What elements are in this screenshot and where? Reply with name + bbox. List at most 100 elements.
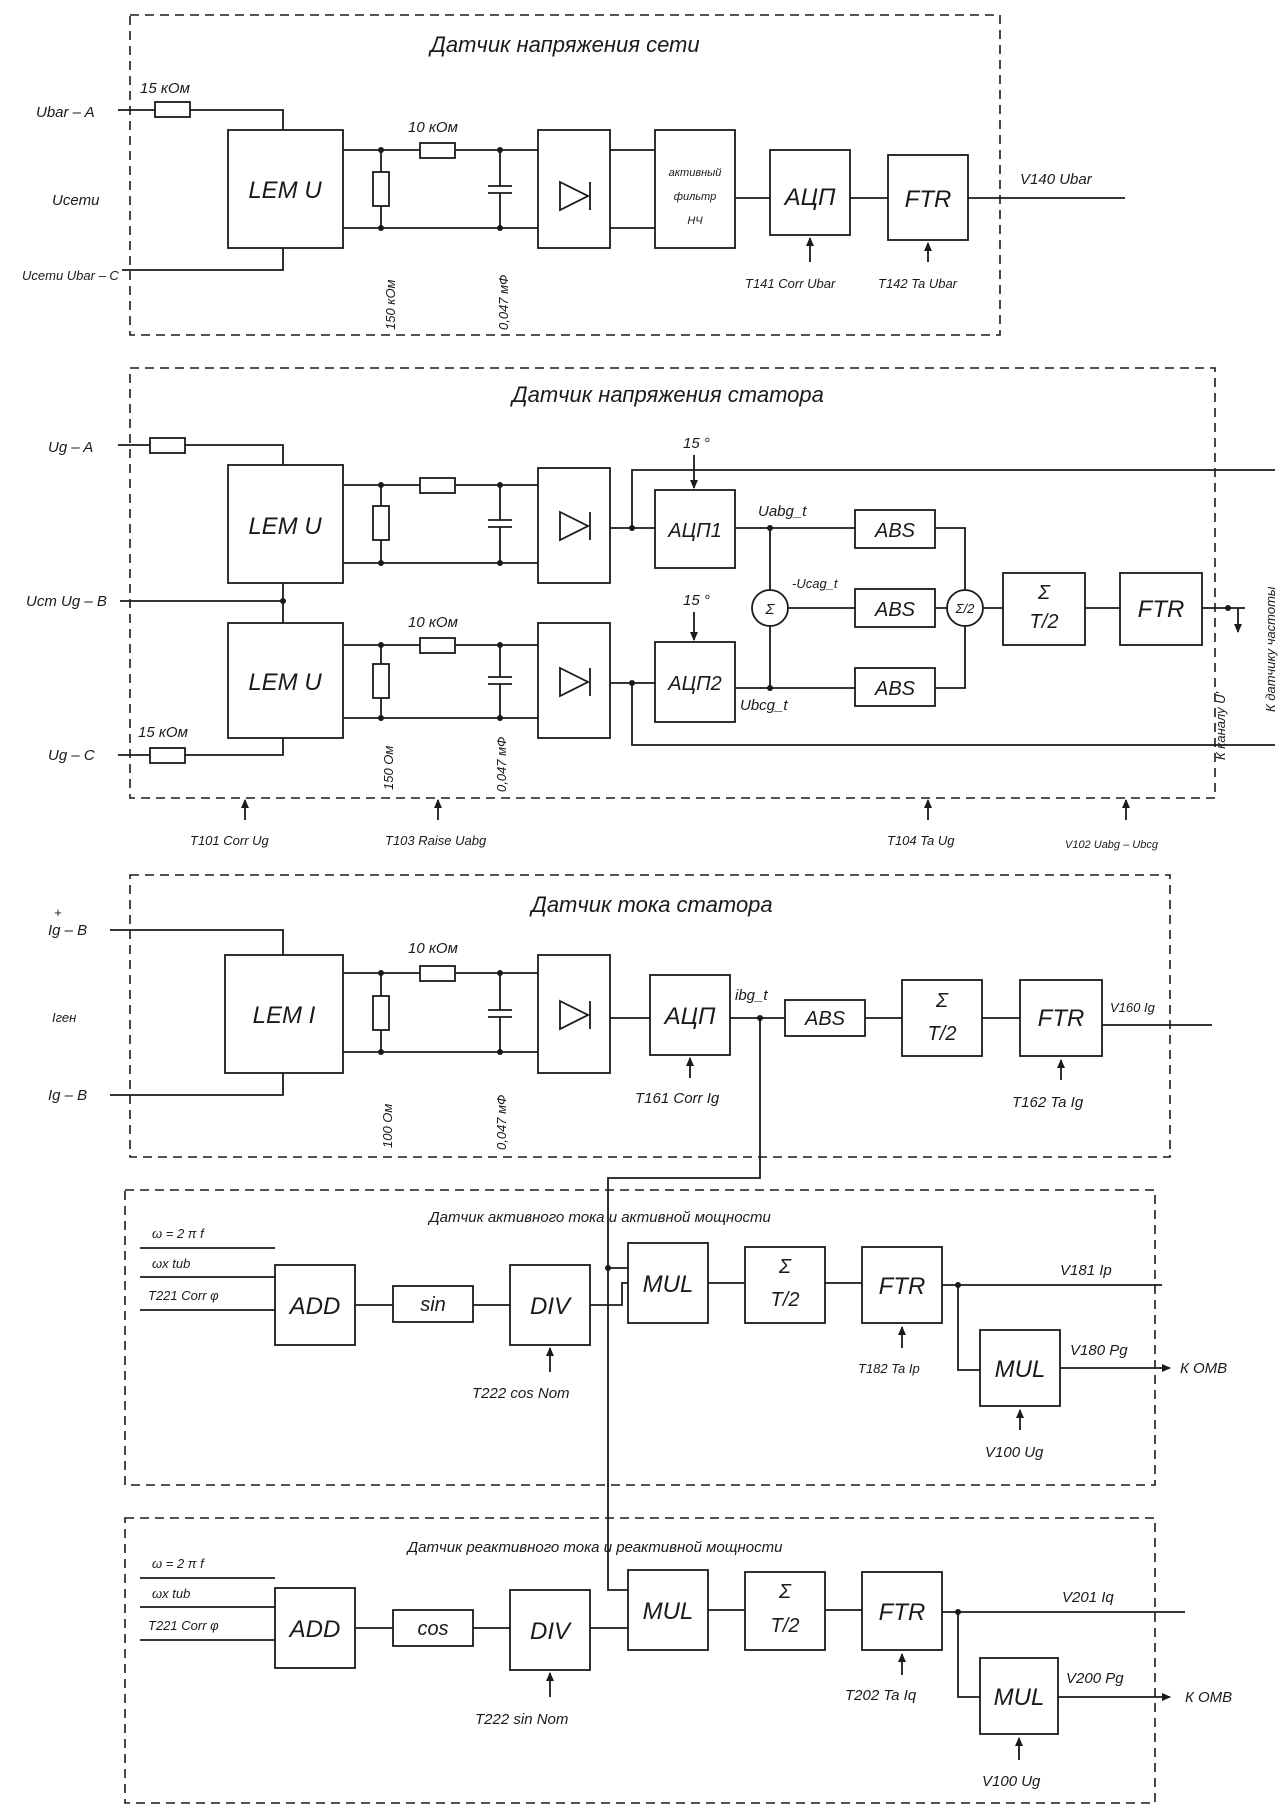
series-resistor-label: 10 кОм [408,119,458,136]
junction [767,685,773,691]
div-label: DIV [530,1618,572,1645]
diode-icon [559,999,591,1031]
filter-label-2: фильтр [674,191,716,203]
wire [110,929,284,955]
mul1-label: MUL [643,1598,694,1625]
sin-block [392,1285,474,1323]
input-c-label: Ucemu Ubar – C [22,268,119,283]
lem1-label: LEM U [248,513,322,540]
series-resistor [419,965,456,982]
input-plus-label: Ig – B [48,922,87,939]
param-ug-label: V100 Ug [985,1444,1044,1461]
out-vertical-label: К каналу U' [1213,691,1228,760]
section-frame [124,1517,1156,1804]
angle1-label: 15 ° [683,435,710,452]
sig-bcg-label: Ubcg_t [740,697,788,714]
capacitor-1 [488,485,512,563]
section-title: Датчик реактивного тока и реактивной мощ… [406,1539,784,1556]
param-corr-label: T141 Corr Ubar [745,276,836,291]
param-div-label: T222 sin Nom [475,1711,568,1728]
avg-block [744,1246,826,1324]
rectifier-block-1 [537,467,611,584]
param-corr-label: T161 Corr Ig [635,1090,720,1107]
series-resistor-label: 10 кОм [408,614,458,631]
ftr-label: FTR [879,1273,926,1300]
param-raise-label: T103 Raise Uabg [385,833,487,848]
sum-label: Σ [765,601,776,618]
wire [140,1247,275,1311]
input-a-label: Ubar – A [36,104,95,121]
junction [280,598,286,604]
series-resistor-2 [419,637,456,654]
wire [140,1577,275,1641]
abs-label: ABS [804,1008,846,1030]
adc1-block [654,489,736,569]
wire [590,1282,628,1306]
wire [935,527,966,689]
capacitor-label: 0,047 мФ [496,275,511,330]
section-title: Датчик тока статора [528,892,772,917]
input-a-label: Ug – A [48,439,93,456]
ftr-block [1019,979,1103,1057]
input-mid-label: Ucemu [52,192,100,209]
input-1-label: ω = 2 π f [152,1556,205,1571]
abs-block-3 [854,667,936,707]
abs2-label: ABS [874,599,916,621]
avg-t: T/2 [771,1289,800,1311]
capacitor-2 [488,645,512,718]
param-div-label: T222 cos Nom [472,1385,570,1402]
shunt-resistor [372,995,390,1031]
section-title: Датчик напряжения сети [427,32,699,57]
shunt-resistor-label: 100 Ом [380,1104,395,1148]
avg-t: T/2 [771,1615,800,1637]
wire [118,444,284,465]
wire [957,1612,980,1698]
abs-block-1 [854,509,936,549]
adc-block [769,149,851,236]
param-v102-label: V102 Uabg – Ubcg [1065,839,1159,851]
shunt-resistor-label: 150 Ом [381,746,396,790]
sig-label: ibg_t [735,987,768,1004]
series-resistor-1 [419,477,456,494]
output-dest-label: К ОМВ [1185,1689,1232,1706]
shunt-resistor-label: 150 кОм [383,279,398,330]
filter-label-1: активный [669,167,722,179]
abs3-label: ABS [874,678,916,700]
input-resistor [154,101,191,118]
lem-u-block [227,129,344,249]
sig-cag-label: -Ucag_t [792,576,839,591]
div-label: DIV [530,1293,572,1320]
junction [497,147,503,153]
wire [631,469,1275,528]
junction [497,715,503,721]
output-i-label: V201 Iq [1062,1589,1114,1606]
wire [631,683,1275,746]
ftr-label: FTR [1038,1005,1085,1032]
abs1-label: ABS [874,520,916,542]
capacitor-label: 0,047 мФ [494,737,509,792]
active-filter-block [654,129,736,249]
junction [378,715,384,721]
sin-label: sin [420,1294,446,1316]
adc1-label: АЦП1 [667,520,722,542]
mul2-label: MUL [994,1684,1045,1711]
junction [497,642,503,648]
mul-block-2 [979,1657,1059,1735]
rectifier-block [537,129,611,249]
param-corr-label: T101 Corr Ug [190,833,270,848]
wire [610,149,655,229]
avg-sigma: Σ [1037,582,1051,604]
series-resistor-label: 10 кОм [408,940,458,957]
junction [378,642,384,648]
avg-block [1002,572,1086,646]
input-mid-label: Iген [52,1010,76,1025]
section-reactive: Датчик реактивного тока и реактивной мощ… [124,1517,1232,1804]
mul2-label: MUL [995,1356,1046,1383]
add-label: ADD [288,1293,341,1320]
input-3-label: T221 Corr φ [148,1618,219,1633]
junction [497,225,503,231]
capacitor [488,973,512,1052]
adc-block [649,974,731,1056]
param-ug-label: V100 Ug [982,1773,1041,1790]
